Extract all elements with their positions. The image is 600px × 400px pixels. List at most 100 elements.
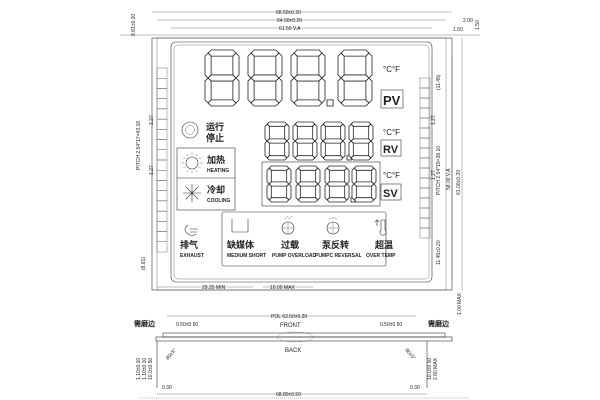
segment	[353, 197, 375, 203]
segment	[368, 123, 374, 142]
segment	[204, 52, 212, 79]
segment	[340, 140, 346, 159]
segment	[297, 165, 319, 171]
segment	[266, 155, 288, 161]
segment	[250, 99, 280, 107]
decimal-point	[326, 99, 334, 107]
section-view: POL 63.50±0.20 0.50±0.50 0.50±0.50 FRONT…	[134, 314, 470, 399]
segment	[324, 167, 330, 185]
thermometer-icon	[374, 219, 387, 236]
alarm-over-temp: 超温 OVER TEMP	[366, 219, 396, 259]
segment	[295, 167, 301, 185]
segment	[353, 165, 375, 171]
dim-left-top: 8.81±0.20	[131, 14, 137, 36]
segment	[322, 155, 344, 161]
edge-grind-left: 需磨边	[134, 319, 156, 328]
segment	[322, 138, 344, 144]
seven-segment-digits	[204, 49, 377, 203]
segment	[294, 138, 316, 144]
segment	[207, 49, 237, 57]
back-glass	[155, 336, 453, 342]
pin	[156, 118, 168, 130]
seven-segment-digit	[292, 121, 318, 161]
pv-box	[380, 89, 404, 109]
alarm-en: OVER TEMP	[366, 253, 396, 259]
segment	[266, 138, 288, 144]
dim-bottom-mid: 10.00 MAX	[270, 285, 295, 291]
segment	[293, 99, 323, 107]
pin	[419, 117, 431, 129]
segment	[353, 181, 375, 187]
segment	[286, 183, 292, 201]
segment	[250, 74, 280, 82]
segment	[286, 167, 292, 185]
alarm-cn: 过载	[281, 239, 299, 250]
rv-box	[380, 139, 402, 157]
segment	[337, 52, 345, 79]
alarm-en: PUMPC REVERSAL	[315, 253, 362, 259]
pin	[419, 157, 431, 169]
alarm-icons-frame	[221, 211, 387, 267]
exhaust-fan-icon	[184, 224, 198, 236]
dim-foot-left: 0.30	[162, 385, 172, 391]
seven-segment-digit	[337, 49, 373, 107]
dim-right-pin-a: 1.27	[431, 115, 437, 125]
dim-va-height: 58.00 V.A	[446, 168, 452, 190]
edge-grind-right: 需磨边	[428, 319, 450, 328]
right-pins	[419, 77, 431, 239]
dim-overall-height: 61.00±0.20	[456, 170, 462, 195]
seal-detail	[276, 331, 314, 343]
segment	[340, 99, 370, 107]
pin	[156, 88, 168, 99]
pin	[156, 190, 168, 202]
dim-right-offset-2: 1.50	[453, 27, 463, 33]
dim-pol-right: 0.50±0.50	[380, 322, 402, 328]
dim-angle-right: 80±5°	[403, 347, 416, 361]
segment	[268, 181, 290, 187]
alarm-cn: 超温	[374, 239, 393, 250]
segment	[266, 183, 272, 201]
dim-pol-width: POL 63.50±0.20	[271, 314, 307, 320]
seven-segment-digit	[295, 165, 321, 203]
dim-bottom-left: 29.25 MIN	[202, 285, 225, 291]
sv-unit-label: °C°F	[383, 171, 400, 180]
rv-label: RV	[383, 144, 399, 156]
back-label: BACK	[285, 348, 301, 354]
dim-total-bottom: 68.80±0.50	[276, 392, 301, 398]
container-icon	[231, 219, 249, 233]
segment	[324, 183, 330, 201]
seven-segment-digit	[290, 49, 334, 107]
pin	[419, 167, 431, 179]
segment	[290, 77, 298, 104]
pin	[419, 97, 431, 109]
pin	[156, 159, 168, 171]
pin	[419, 197, 431, 209]
dim-left-bottom: (8.81)	[141, 257, 147, 270]
pin	[156, 139, 168, 150]
front-glass	[162, 332, 446, 338]
segment	[326, 197, 348, 203]
pin	[156, 108, 168, 120]
pin	[156, 78, 168, 89]
segment	[293, 49, 323, 57]
pin	[156, 241, 168, 253]
viewing-area	[170, 41, 433, 283]
segment	[268, 165, 290, 171]
segment	[312, 140, 318, 159]
seven-segment-digit	[247, 49, 283, 107]
cooling-en: COOLING	[207, 198, 230, 204]
dim-right-offset-1: 2.00	[463, 18, 473, 24]
run-label: 运行	[206, 121, 224, 132]
segment	[275, 77, 283, 104]
snowflake-icon	[183, 184, 201, 202]
segment	[247, 52, 255, 79]
segment	[371, 167, 377, 185]
segment	[204, 77, 212, 104]
segment	[268, 197, 290, 203]
pin	[156, 231, 168, 242]
rv-unit-label: °C°F	[383, 128, 400, 137]
dim-foot-right: 0.30	[410, 385, 420, 391]
heating-indicator: 加热 HEATING	[181, 152, 229, 174]
dim-thick-c: 10.0±0.50	[148, 358, 154, 380]
exhaust-indicator: 排气 EXHAUST	[180, 224, 204, 259]
